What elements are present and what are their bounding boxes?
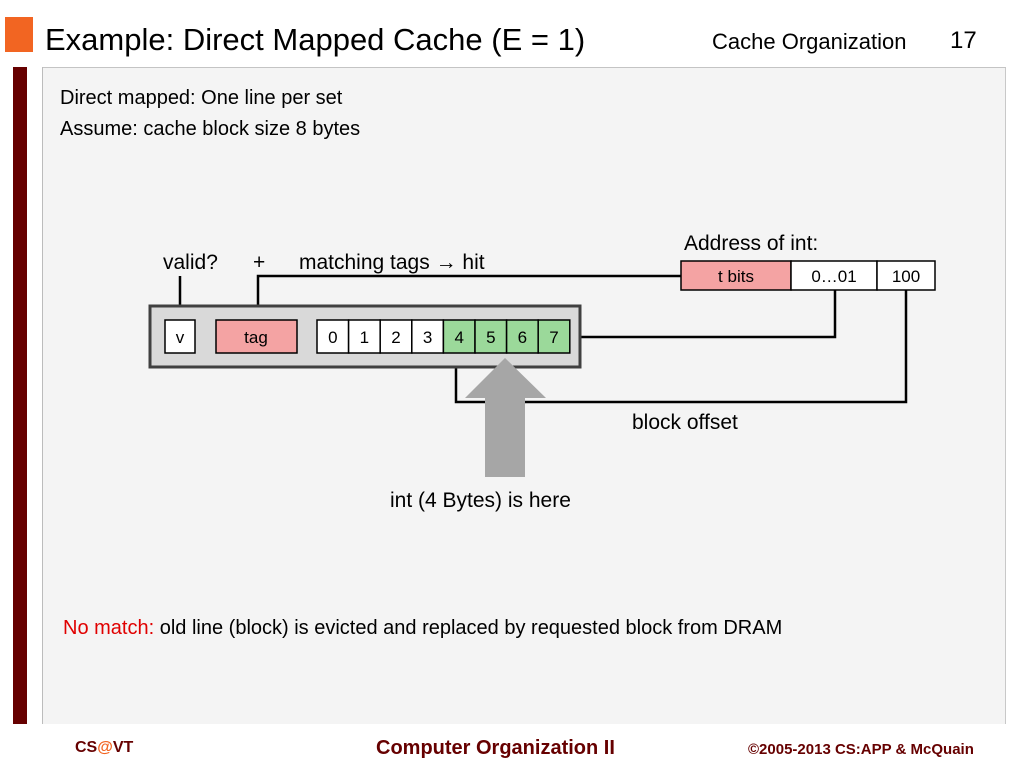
address-label: Address of int: <box>684 232 818 255</box>
int-location-caption: int (4 Bytes) is here <box>390 489 571 512</box>
address-tag-label: t bits <box>718 267 754 286</box>
block-offset-label: block offset <box>632 411 738 434</box>
valid-bit-box <box>164 319 196 354</box>
byte-label-3: 3 <box>423 328 432 347</box>
plus-label: + <box>253 251 265 274</box>
intro-line: Assume: cache block size 8 bytes <box>60 118 361 140</box>
intro-line: Direct mapped: One line per set <box>60 87 343 109</box>
byte-label-2: 2 <box>391 328 400 347</box>
page-number: 17 <box>950 27 977 54</box>
no-match-text: old line (block) is evicted and replaced… <box>159 617 783 639</box>
block-offset-wire <box>454 290 908 404</box>
address-fields: t bits 0…01 100 <box>680 260 936 291</box>
intro-text: Direct mapped: One line per set Assume: … <box>60 83 360 145</box>
block-bytes: 0 1 2 3 4 5 6 7 <box>316 319 571 354</box>
byte-cell-1 <box>347 319 381 354</box>
byte-cell-3 <box>411 319 445 354</box>
byte-label-4: 4 <box>454 328 463 347</box>
byte-cell-2 <box>379 319 413 354</box>
tag-label: tag <box>244 328 268 347</box>
valid-bit-label: v <box>176 328 185 347</box>
int-location-arrow-icon <box>465 358 546 477</box>
address-offset-label: 100 <box>892 267 920 286</box>
valid-label: valid? <box>163 251 218 274</box>
byte-label-0: 0 <box>328 328 337 347</box>
match-label: matching tags → hit <box>299 251 485 274</box>
footer-cs: CS <box>75 739 98 756</box>
content-left-border <box>42 67 43 724</box>
byte-label-5: 5 <box>486 328 495 347</box>
side-accent-bar <box>13 67 27 724</box>
byte-cell-7 <box>537 319 571 354</box>
slide-title: Example: Direct Mapped Cache (E = 1) <box>45 22 586 57</box>
footer-affiliation: CS@VT <box>75 738 133 758</box>
footer-copyright: ©2005-2013 CS:APP & McQuain <box>748 741 974 758</box>
byte-label-6: 6 <box>518 328 527 347</box>
set-index-wire <box>580 290 837 339</box>
byte-cell-6 <box>505 319 539 354</box>
byte-cell-4 <box>442 319 476 354</box>
title-accent-square <box>5 17 33 52</box>
byte-cell-5 <box>474 319 508 354</box>
footer-course: Computer Organization II <box>376 737 615 759</box>
no-match-highlight: No match: <box>63 617 155 639</box>
tag-box <box>215 319 298 354</box>
section-title: Cache Organization <box>712 29 907 54</box>
address-set-label: 0…01 <box>811 267 856 286</box>
byte-label-1: 1 <box>360 328 369 347</box>
byte-label-7: 7 <box>549 328 558 347</box>
header-divider <box>42 67 1006 68</box>
address-offset-field <box>876 260 936 291</box>
footer-at: @ <box>97 739 113 756</box>
footer-vt: VT <box>112 739 134 756</box>
no-match-note: No match: old line (block) is evicted an… <box>63 614 782 642</box>
